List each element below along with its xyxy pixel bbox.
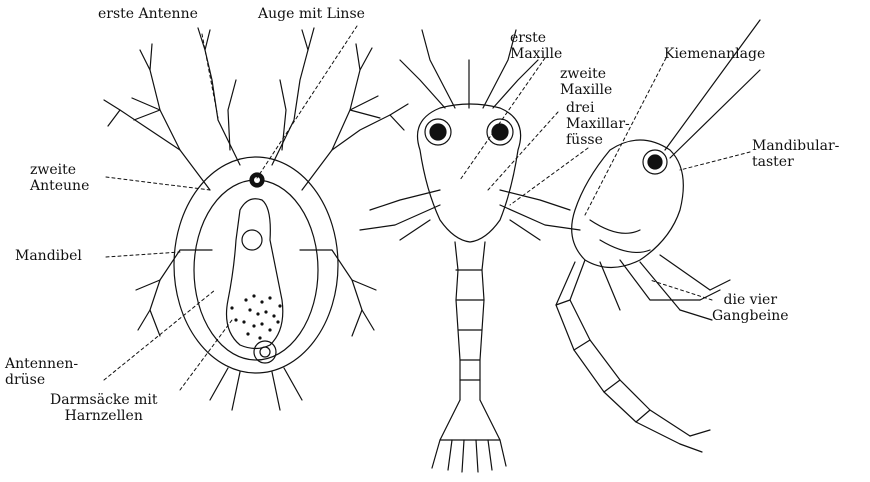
label-erste-maxille: erste Maxille — [510, 30, 562, 62]
larva-middle — [360, 30, 580, 472]
label-antennendruse: Antennen- drüse — [5, 356, 78, 388]
label-zweite-anteune: zweite Anteune — [30, 162, 89, 194]
label-kiemenanlage: Kiemenanlage — [664, 46, 765, 62]
label-zweite-maxille: zweite Maxille — [560, 66, 612, 98]
gut-dots — [230, 294, 281, 339]
label-darmsacke: Darmsäcke mit Harnzellen — [50, 392, 158, 424]
label-mandibulartaster: Mandibular- taster — [752, 138, 839, 170]
label-auge-mit-linse: Auge mit Linse — [258, 6, 365, 22]
label-mandibel: Mandibel — [15, 248, 82, 264]
label-erste-antenne: erste Antenne — [98, 6, 198, 22]
larva-left — [104, 28, 408, 410]
label-die-vier-gangbeine: die vier Gangbeine — [712, 292, 789, 324]
label-drei-maxillarfusse: drei Maxillar- füsse — [566, 100, 630, 148]
leader-lines — [104, 26, 750, 390]
